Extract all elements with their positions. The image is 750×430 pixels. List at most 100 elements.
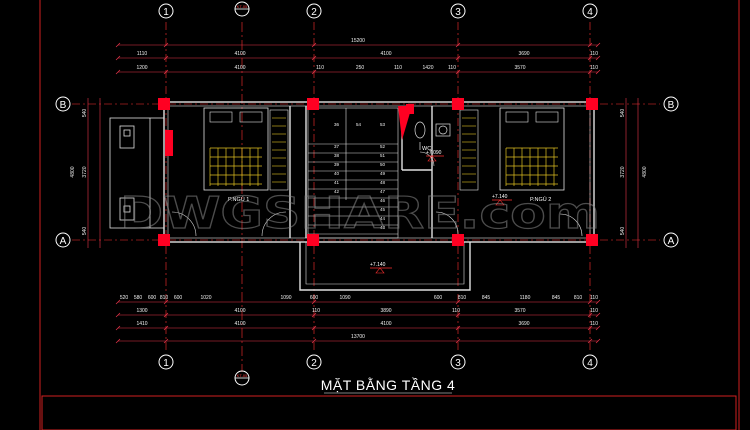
svg-text:53: 53 (380, 122, 386, 127)
watermark: DWGSHARE.com (120, 188, 600, 239)
grid-label-row-b-left: B (60, 100, 67, 111)
svg-text:3570: 3570 (514, 65, 525, 71)
dim-tick (587, 55, 593, 61)
dim-tick (311, 299, 317, 305)
svg-text:250: 250 (356, 65, 365, 71)
grid-label-top-1: 1 (163, 7, 169, 18)
dim-tick (311, 338, 317, 344)
bed-right (499, 107, 565, 191)
drawing-frame (39, 0, 740, 430)
svg-text:540: 540 (620, 227, 626, 236)
structural-columns (158, 98, 598, 246)
dim-tick (163, 55, 169, 61)
dimension-ticks (115, 42, 601, 344)
dim-top-total: 15200 (351, 38, 365, 44)
svg-text:+7.090: +7.090 (426, 150, 442, 156)
svg-text:4800: 4800 (70, 166, 76, 177)
grid-label-top-4: 4 (587, 7, 593, 18)
svg-text:KT-05: KT-05 (237, 373, 248, 378)
svg-text:4100: 4100 (234, 51, 245, 57)
dim-tick (115, 299, 121, 305)
svg-text:KT-05: KT-05 (237, 4, 248, 9)
svg-text:40: 40 (334, 171, 340, 176)
grid-label-row-a-left: A (60, 236, 67, 247)
svg-text:540: 540 (620, 109, 626, 118)
svg-text:1180: 1180 (520, 295, 531, 301)
dim-tick (163, 338, 169, 344)
svg-text:38: 38 (334, 153, 340, 158)
svg-text:810: 810 (574, 295, 583, 301)
svg-text:845: 845 (482, 295, 491, 301)
grid-label-bottom-1: 1 (163, 358, 169, 369)
svg-text:600: 600 (148, 295, 157, 301)
grid-bubbles-bottom (158, 354, 598, 370)
grid-axes (72, 22, 660, 352)
svg-text:+7.140: +7.140 (370, 262, 386, 268)
svg-text:1300: 1300 (136, 308, 147, 314)
grid-label-bottom-4: 4 (587, 358, 593, 369)
dim-tick (455, 325, 461, 331)
svg-text:3690: 3690 (518, 51, 529, 57)
dim-tick (587, 42, 593, 48)
svg-text:4100: 4100 (234, 308, 245, 314)
svg-text:1410: 1410 (136, 321, 147, 327)
svg-text:42: 42 (334, 189, 340, 194)
dim-tick (455, 338, 461, 344)
svg-text:4100: 4100 (380, 321, 391, 327)
svg-text:1200: 1200 (136, 65, 147, 71)
dim-tick (455, 55, 461, 61)
stair-numbers: 36 37 38 39 40 41 42 54 53 52 51 50 49 4… (334, 122, 386, 230)
svg-text:3720: 3720 (620, 166, 626, 177)
svg-text:3690: 3690 (518, 321, 529, 327)
drawing-title: MẶT BẰNG TẦNG 4 (321, 376, 456, 393)
svg-text:47: 47 (380, 189, 386, 194)
grid-label-bottom-3: 3 (455, 358, 461, 369)
svg-text:44: 44 (380, 216, 386, 221)
room-label-bedroom-1: P.NGỦ 1 (228, 196, 249, 203)
dim-tick (587, 338, 593, 344)
dim-tick (595, 325, 601, 331)
dim-tick (587, 69, 593, 75)
wc-fixtures (414, 121, 451, 150)
dim-tick (311, 42, 317, 48)
svg-text:36: 36 (334, 122, 340, 127)
svg-text:1090: 1090 (339, 295, 350, 301)
svg-text:4100: 4100 (380, 51, 391, 57)
grid-bubbles-top (158, 3, 598, 19)
grid-bubbles-rows (55, 96, 679, 248)
dim-tick (311, 325, 317, 331)
grid-label-bottom-2: 2 (311, 358, 317, 369)
dimension-texts: 15200 1110 4100 4100 3690 110 1200 4100 … (120, 38, 598, 340)
level-mark-wc: +7.090 (426, 150, 444, 162)
svg-text:540: 540 (82, 227, 88, 236)
dim-tick (115, 69, 121, 75)
dim-tick (163, 325, 169, 331)
level-mark-rear: +7.140 (370, 262, 392, 274)
svg-text:110: 110 (590, 65, 598, 71)
svg-text:37: 37 (334, 144, 340, 149)
svg-text:110: 110 (590, 51, 598, 57)
dim-tick (311, 69, 317, 75)
balcony-items (119, 118, 151, 228)
dim-tick (163, 299, 169, 305)
svg-text:3890: 3890 (380, 308, 391, 314)
svg-text:1110: 1110 (137, 51, 148, 57)
svg-text:52: 52 (380, 144, 386, 149)
dim-tick (455, 42, 461, 48)
dim-tick (455, 312, 461, 318)
room-label-bedroom-2: P.NGỦ 2 (530, 196, 551, 203)
dim-tick (455, 299, 461, 305)
svg-text:600: 600 (434, 295, 443, 301)
side-dimension-texts: 540 3720 540 4800 540 3720 540 4800 (70, 109, 648, 236)
dim-tick (115, 338, 121, 344)
dimension-lines (87, 44, 639, 342)
svg-text:43: 43 (380, 225, 386, 230)
dim-tick (595, 338, 601, 344)
svg-text:110: 110 (316, 65, 324, 71)
wardrobes (269, 109, 479, 191)
svg-text:110: 110 (394, 65, 402, 71)
svg-text:110: 110 (590, 308, 598, 314)
svg-text:39: 39 (334, 162, 340, 167)
svg-text:1020: 1020 (200, 295, 211, 301)
